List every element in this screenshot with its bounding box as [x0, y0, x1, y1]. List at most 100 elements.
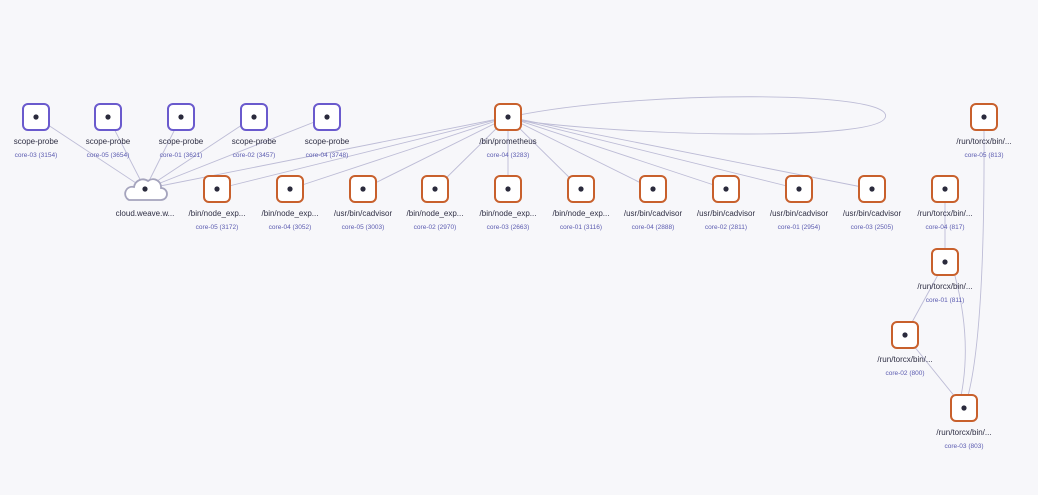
dot-icon	[432, 186, 438, 192]
node-sublabel: core-05 (3172)	[196, 224, 239, 231]
dot-icon	[251, 114, 257, 120]
edge-t5-t3	[967, 130, 985, 397]
dot-icon	[505, 114, 511, 120]
edge-prom-c4	[507, 116, 800, 190]
node-t4[interactable]: /run/torcx/bin/... core-04 (817)	[917, 175, 973, 231]
node-label: /run/torcx/bin/...	[956, 137, 1011, 146]
node-label: /bin/node_exp...	[480, 209, 537, 218]
node-sublabel: core-02 (800)	[885, 370, 924, 377]
node-p3[interactable]: scope-probe core-01 (3621)	[159, 103, 204, 159]
node-c1[interactable]: /usr/bin/cadvisor core-05 (3003)	[334, 175, 393, 231]
node-prom[interactable]: /bin/prometheus core-04 (3283)	[479, 103, 537, 159]
node-sublabel: core-01 (3116)	[560, 224, 602, 231]
edge-prom-c3	[507, 116, 727, 190]
edge-p5-cloud	[144, 116, 328, 190]
dot-icon	[505, 186, 511, 192]
node-n2[interactable]: /bin/node_exp... core-04 (3052)	[262, 175, 319, 231]
node-sublabel: core-04 (3283)	[487, 152, 530, 159]
node-label: /usr/bin/cadvisor	[697, 209, 756, 218]
dot-icon	[360, 186, 366, 192]
node-label: /bin/node_exp...	[407, 209, 464, 218]
node-t3[interactable]: /run/torcx/bin/... core-03 (803)	[936, 394, 992, 450]
node-c3[interactable]: /usr/bin/cadvisor core-02 (2811)	[697, 175, 756, 231]
node-n3[interactable]: /bin/node_exp... core-02 (2970)	[407, 175, 464, 231]
edge-prom-n1	[216, 116, 509, 190]
dot-icon	[723, 186, 729, 192]
node-label: cloud.weave.w...	[116, 209, 175, 218]
dot-icon	[33, 114, 39, 120]
node-sublabel: core-03 (2663)	[487, 224, 530, 231]
node-n4[interactable]: /bin/node_exp... core-03 (2663)	[480, 175, 537, 231]
dot-icon	[981, 114, 987, 120]
node-c5[interactable]: /usr/bin/cadvisor core-03 (2505)	[843, 175, 902, 231]
dot-icon	[578, 186, 584, 192]
node-label: /usr/bin/cadvisor	[770, 209, 829, 218]
node-label: /run/torcx/bin/...	[917, 209, 972, 218]
dot-icon	[961, 405, 967, 411]
node-c4[interactable]: /usr/bin/cadvisor core-01 (2954)	[770, 175, 829, 231]
dot-icon	[869, 186, 875, 192]
node-label: /run/torcx/bin/...	[877, 355, 932, 364]
node-label: /usr/bin/cadvisor	[843, 209, 902, 218]
node-label: /run/torcx/bin/...	[917, 282, 972, 291]
node-label: scope-probe	[86, 137, 131, 146]
node-sublabel: core-01 (3621)	[160, 152, 203, 159]
node-label: /bin/prometheus	[479, 137, 536, 146]
node-c2[interactable]: /usr/bin/cadvisor core-04 (2888)	[624, 175, 683, 231]
node-sublabel: core-05 (3003)	[342, 224, 385, 231]
node-label: scope-probe	[305, 137, 350, 146]
node-label: /run/torcx/bin/...	[936, 428, 991, 437]
node-cloud[interactable]: cloud.weave.w...	[116, 178, 175, 218]
dot-icon	[902, 332, 908, 338]
node-n5[interactable]: /bin/node_exp... core-01 (3116)	[553, 175, 610, 231]
node-sublabel: core-04 (2888)	[632, 224, 675, 231]
node-sublabel: core-01 (2954)	[778, 224, 821, 231]
node-t2[interactable]: /run/torcx/bin/... core-02 (800)	[877, 321, 933, 377]
dot-icon	[796, 186, 802, 192]
node-sublabel: core-04 (817)	[925, 224, 964, 231]
dot-icon	[142, 186, 148, 192]
node-sublabel: core-04 (3052)	[269, 224, 312, 231]
node-sublabel: core-03 (803)	[944, 443, 983, 450]
edge-t1-t3	[954, 275, 966, 397]
node-label: scope-probe	[159, 137, 204, 146]
dot-icon	[178, 114, 184, 120]
edge-p1-cloud	[35, 116, 146, 190]
node-sublabel: core-02 (2811)	[705, 224, 747, 231]
node-sublabel: core-03 (3154)	[15, 152, 58, 159]
node-label: /bin/node_exp...	[553, 209, 610, 218]
dot-icon	[650, 186, 656, 192]
edge-prom-c2	[507, 116, 654, 190]
edge-p4-cloud	[144, 116, 255, 190]
node-p1[interactable]: scope-probe core-03 (3154)	[14, 103, 59, 159]
dot-icon	[942, 259, 948, 265]
node-sublabel: core-04 (3748)	[306, 152, 349, 159]
node-sublabel: core-01 (811)	[926, 297, 965, 304]
node-label: /bin/node_exp...	[189, 209, 246, 218]
node-t5[interactable]: /run/torcx/bin/... core-05 (813)	[956, 103, 1012, 159]
dot-icon	[324, 114, 330, 120]
node-sublabel: core-05 (3654)	[87, 152, 130, 159]
dot-icon	[942, 186, 948, 192]
edge-prom-c1	[362, 116, 509, 190]
node-sublabel: core-05 (813)	[964, 152, 1003, 159]
node-sublabel: core-03 (2505)	[851, 224, 894, 231]
node-t1[interactable]: /run/torcx/bin/... core-01 (811)	[917, 248, 973, 304]
node-label: /bin/node_exp...	[262, 209, 319, 218]
dot-icon	[105, 114, 111, 120]
node-label: /usr/bin/cadvisor	[624, 209, 683, 218]
dot-icon	[214, 186, 220, 192]
node-label: scope-probe	[232, 137, 277, 146]
node-label: /usr/bin/cadvisor	[334, 209, 393, 218]
node-p2[interactable]: scope-probe core-05 (3654)	[86, 103, 131, 159]
edge-prom-prom	[513, 96, 886, 135]
dot-icon	[287, 186, 293, 192]
node-sublabel: core-02 (2970)	[414, 224, 457, 231]
edge-prom-n2	[289, 116, 509, 190]
node-n1[interactable]: /bin/node_exp... core-05 (3172)	[189, 175, 246, 231]
node-p5[interactable]: scope-probe core-04 (3748)	[305, 103, 350, 159]
node-label: scope-probe	[14, 137, 59, 146]
